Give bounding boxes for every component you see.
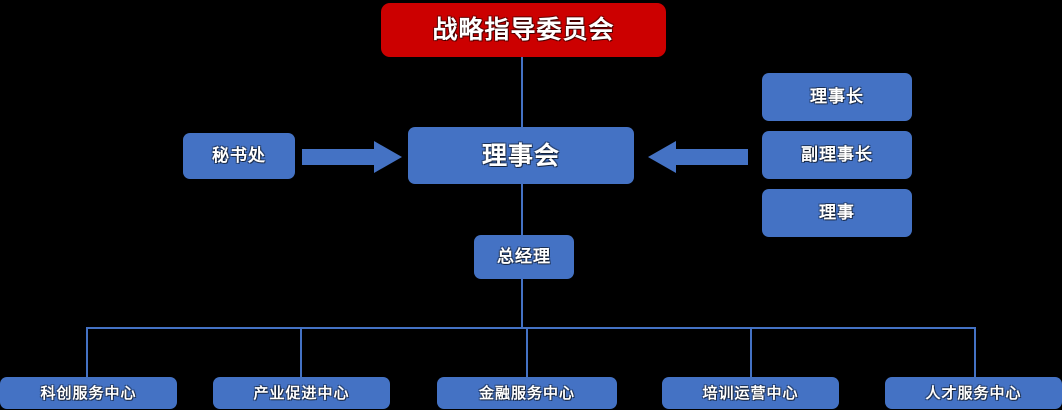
node-department-tech-innovation-service-center[interactable]: 科创服务中心: [0, 377, 177, 409]
connector-drop-department-3: [526, 327, 528, 377]
connector-drop-department-1: [86, 327, 88, 377]
node-vice-chairman[interactable]: 副理事长: [762, 131, 912, 179]
node-director[interactable]: 理事: [762, 189, 912, 237]
connector-board-to-general-manager: [521, 184, 523, 235]
node-general-manager[interactable]: 总经理: [474, 235, 574, 279]
connector-department-bus: [86, 327, 976, 329]
connector-drop-department-5: [974, 327, 976, 377]
connector-general-manager-to-bus: [521, 279, 523, 328]
arrow-right-icon: [302, 141, 402, 173]
connector-drop-department-4: [750, 327, 752, 377]
connector-committee-to-board: [521, 57, 523, 127]
node-department-talent-service-center[interactable]: 人才服务中心: [885, 377, 1062, 409]
connector-drop-department-2: [300, 327, 302, 377]
node-board-of-directors[interactable]: 理事会: [408, 127, 634, 184]
node-department-training-operations-center[interactable]: 培训运营中心: [662, 377, 839, 409]
node-department-financial-service-center[interactable]: 金融服务中心: [437, 377, 617, 409]
node-chairman[interactable]: 理事长: [762, 73, 912, 121]
node-strategic-steering-committee[interactable]: 战略指导委员会: [381, 3, 666, 57]
node-secretariat[interactable]: 秘书处: [183, 133, 295, 179]
arrow-left-icon: [648, 141, 748, 173]
node-department-industry-promotion-center[interactable]: 产业促进中心: [213, 377, 390, 409]
